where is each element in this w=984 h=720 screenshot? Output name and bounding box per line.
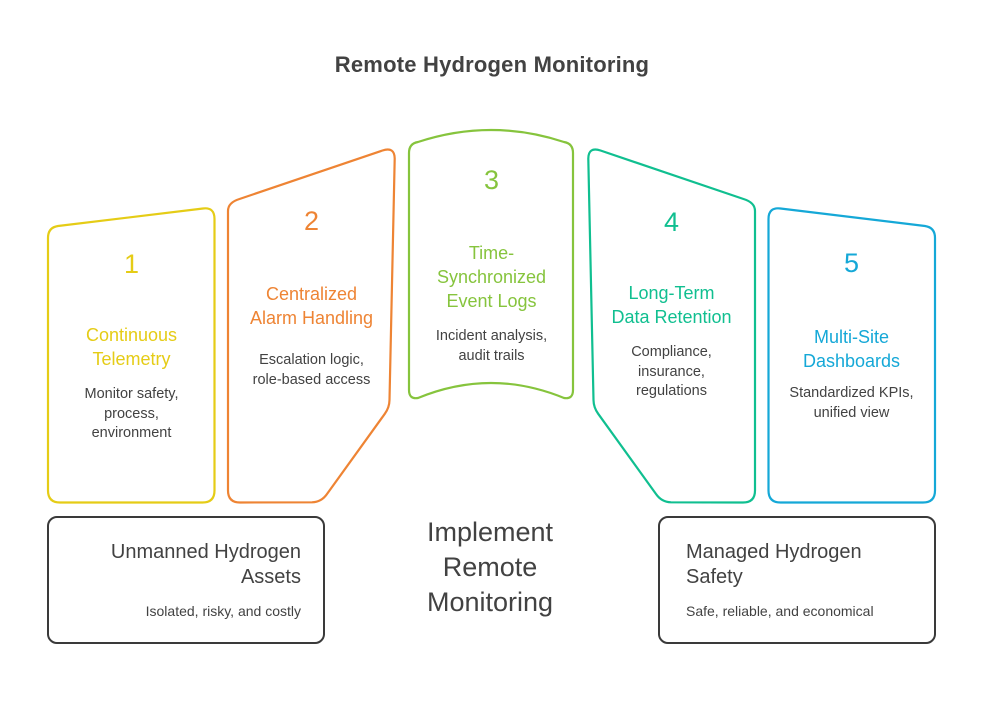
before-box-description: Isolated, risky, and costly xyxy=(145,603,301,619)
action-text: Implement Remote Monitoring xyxy=(426,517,554,617)
after-box-description: Safe, reliable, and economical xyxy=(686,603,874,619)
step-1-description: Monitor safety, process, environment xyxy=(84,386,179,441)
step-4-description: Compliance, insurance, regulations xyxy=(631,344,712,399)
step-2-description: Escalation logic, role-based access xyxy=(252,352,371,388)
after-box: Managed Hydrogen Safety Safe, reliable, … xyxy=(658,516,936,644)
step-5-title: Multi-Site Dashboards xyxy=(802,327,901,371)
step-1: 1 Continuous Telemetry Monitor safety, p… xyxy=(56,0,207,520)
step-5-number: 5 xyxy=(843,248,860,278)
step-2-panel-outline xyxy=(226,148,396,504)
step-5-panel-outline xyxy=(767,207,937,504)
page-title: Remote Hydrogen Monitoring xyxy=(334,52,650,77)
step-4: 4 Long-Term Data Retention Compliance, i… xyxy=(596,0,747,520)
step-1-number: 1 xyxy=(123,249,140,279)
step-4-number: 4 xyxy=(663,207,680,237)
step-2-title: Centralized Alarm Handling xyxy=(249,284,374,328)
step-2: 2 Centralized Alarm Handling Escalation … xyxy=(236,0,387,520)
step-4-title: Long-Term Data Retention xyxy=(611,283,732,327)
step-1-panel-outline xyxy=(46,207,216,504)
step-1-title: Continuous Telemetry xyxy=(85,325,178,369)
step-2-number: 2 xyxy=(303,206,320,236)
step-3-description: Incident analysis, audit trails xyxy=(435,328,548,364)
step-5: 5 Multi-Site Dashboards Standardized KPI… xyxy=(776,0,927,520)
before-box: Unmanned Hydrogen Assets Isolated, risky… xyxy=(47,516,325,644)
step-3: 3 Time- Synchronized Event Logs Incident… xyxy=(416,0,567,520)
step-3-panel-outline xyxy=(407,128,575,400)
step-5-description: Standardized KPIs, unified view xyxy=(789,385,914,421)
after-box-title: Managed Hydrogen Safety xyxy=(686,541,862,588)
step-4-panel-outline xyxy=(587,148,757,504)
step-3-title: Time- Synchronized Event Logs xyxy=(436,243,547,311)
step-3-number: 3 xyxy=(483,165,500,195)
before-box-title: Unmanned Hydrogen Assets xyxy=(110,541,301,588)
